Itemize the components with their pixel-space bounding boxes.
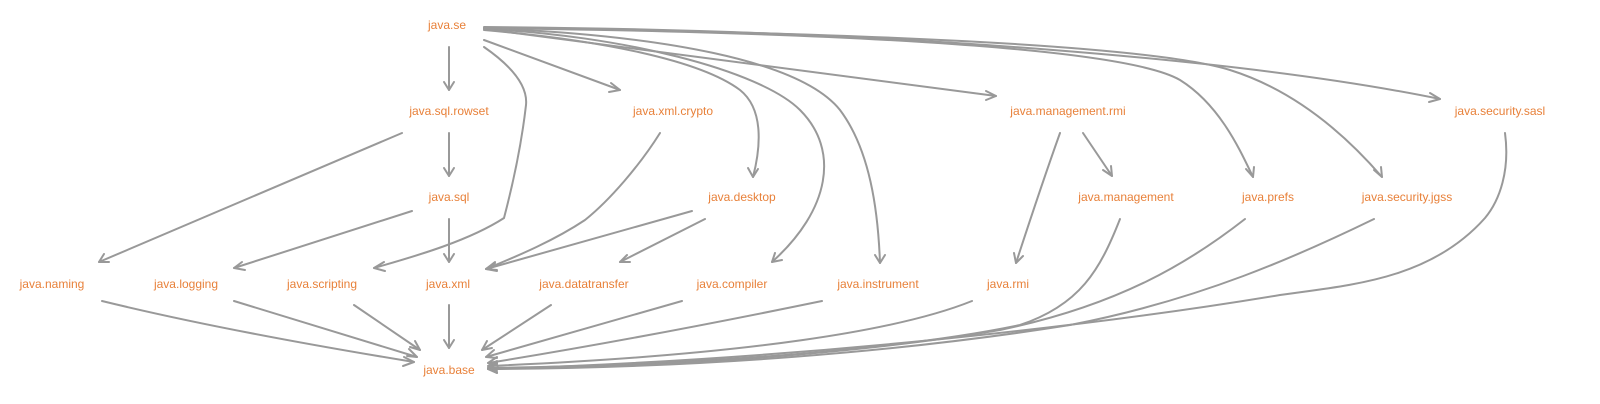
arrowhead (409, 340, 421, 351)
edges-layer (98, 26, 1508, 374)
arrowhead (402, 356, 415, 367)
node-java-compiler[interactable]: java.compiler (696, 277, 768, 291)
edge-java-security-jgss-to-java-base (487, 218, 1375, 370)
arrowhead (443, 167, 455, 177)
edge-java-management-rmi-to-java-rmi (1015, 132, 1061, 264)
edge-java-management-rmi-to-java-management (1082, 132, 1113, 177)
node-java-security-jgss[interactable]: java.security.jgss (1361, 190, 1452, 204)
arrowhead (233, 261, 246, 271)
node-java-naming[interactable]: java.naming (19, 277, 85, 291)
nodes-layer: java.se java.sql.rowset java.xml.crypto … (19, 18, 1546, 377)
edge-java-sql-to-java-logging (233, 210, 413, 269)
arrowhead (1373, 166, 1383, 178)
node-java-instrument[interactable]: java.instrument (836, 277, 919, 291)
arrowhead (485, 349, 498, 359)
edge-java-naming-to-java-base (101, 300, 415, 363)
arrowhead (443, 81, 455, 91)
edge-java-se-to-java-xml-crypto (483, 39, 621, 91)
edge-java-se-to-java-scripting (373, 46, 528, 269)
arrowhead (98, 253, 110, 263)
edge-java-se-to-java-security-jgss (483, 27, 1383, 178)
edge-java-se-to-java-security-sasl (483, 26, 1441, 100)
arrowhead (406, 348, 418, 358)
node-java-desktop[interactable]: java.desktop (707, 190, 776, 204)
edge-java-se-to-java-prefs (483, 27, 1254, 178)
node-java-sql[interactable]: java.sql (428, 190, 470, 204)
edge-java-scripting-to-java-base (353, 304, 421, 351)
arrowhead (1013, 252, 1024, 264)
node-java-management[interactable]: java.management (1077, 190, 1174, 204)
edge-java-desktop-to-java-xml (485, 210, 693, 270)
edge-java-instrument-to-java-base (487, 300, 823, 364)
node-java-datatransfer[interactable]: java.datatransfer (538, 277, 628, 291)
edge-java-logging-to-java-base (233, 300, 418, 358)
edge-java-se-to-java-compiler (483, 28, 826, 263)
node-java-logging[interactable]: java.logging (153, 277, 218, 291)
node-java-base[interactable]: java.base (422, 363, 475, 377)
arrowhead (485, 262, 498, 272)
edge-java-se-to-java-management-rmi (483, 28, 997, 97)
node-java-se[interactable]: java.se (427, 18, 466, 32)
arrowhead (373, 261, 386, 272)
arrowhead (619, 254, 631, 263)
arrowhead (1102, 165, 1113, 177)
arrowhead (874, 254, 886, 264)
edge-java-rmi-to-java-base (487, 300, 973, 367)
node-java-scripting[interactable]: java.scripting (286, 277, 357, 291)
node-java-rmi[interactable]: java.rmi (986, 277, 1029, 291)
arrowhead (771, 252, 783, 263)
node-java-prefs[interactable]: java.prefs (1241, 190, 1294, 204)
edge-java-xml-crypto-to-java-xml (485, 132, 661, 270)
edge-java-desktop-to-java-datatransfer (619, 218, 706, 263)
arrowhead (985, 90, 997, 101)
edge-java-datatransfer-to-java-base (481, 304, 552, 351)
edge-java-compiler-to-java-base (485, 300, 683, 358)
node-java-security-sasl[interactable]: java.security.sasl (1454, 104, 1545, 118)
arrowhead (747, 167, 759, 178)
edge-java-sql-rowset-to-java-naming (98, 132, 403, 263)
arrowhead (443, 253, 455, 263)
node-java-xml[interactable]: java.xml (425, 277, 470, 291)
edge-java-security-sasl-to-java-base (487, 132, 1508, 370)
arrowhead (443, 339, 455, 349)
node-java-management-rmi[interactable]: java.management.rmi (1009, 104, 1125, 118)
edge-java-se-to-java-instrument (483, 27, 881, 264)
node-java-xml-crypto[interactable]: java.xml.crypto (632, 104, 713, 118)
arrowhead (481, 340, 493, 351)
arrowhead (1245, 166, 1255, 178)
arrowhead (608, 82, 621, 93)
arrowhead (1428, 92, 1441, 103)
node-java-sql-rowset[interactable]: java.sql.rowset (408, 104, 489, 118)
arrowhead (487, 363, 498, 374)
